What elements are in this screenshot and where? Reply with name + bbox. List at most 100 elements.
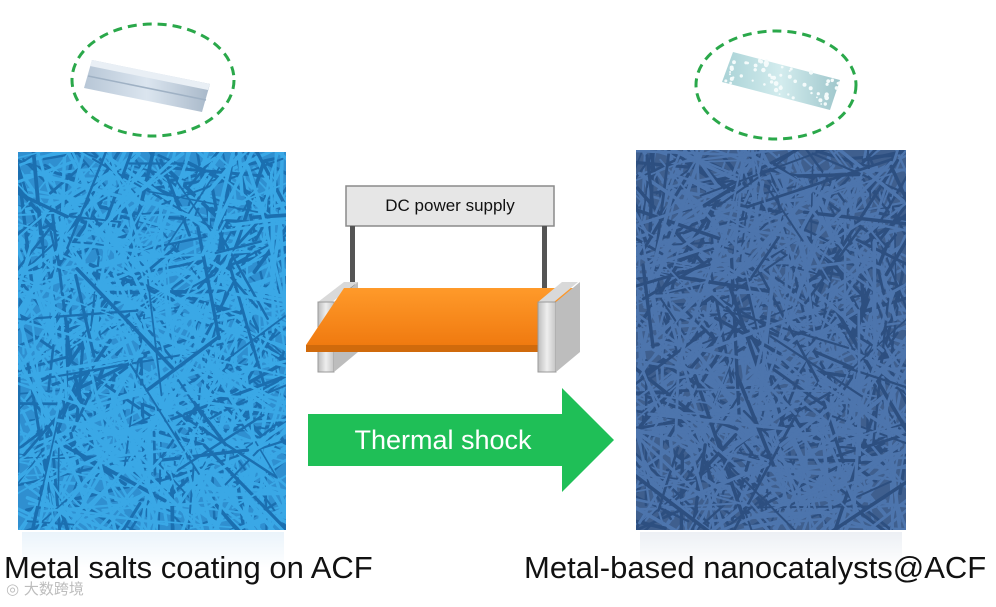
fiber-strand xyxy=(636,472,695,485)
fiber-strand xyxy=(875,223,906,232)
fiber-strand xyxy=(244,317,282,354)
fiber-strand xyxy=(884,238,906,277)
fiber-strand xyxy=(18,203,56,238)
nanoparticle-dot xyxy=(759,59,764,64)
fiber-strand xyxy=(18,376,21,473)
fiber-strand xyxy=(730,208,818,241)
left-mat-reflection xyxy=(22,532,284,568)
fiber-strand xyxy=(163,166,220,251)
nanoparticle-dot xyxy=(820,103,823,105)
fiber-strand xyxy=(31,152,43,236)
nanoparticle-dot xyxy=(834,86,839,90)
fiber-strand xyxy=(636,225,729,262)
fiber-strand xyxy=(146,278,163,397)
fiber-strand xyxy=(636,223,680,253)
fiber-strand xyxy=(721,150,746,252)
fiber-strand xyxy=(278,214,286,311)
nanoparticle-dot xyxy=(808,70,814,75)
fiber-strand xyxy=(145,335,220,392)
nanoparticle-dot xyxy=(836,81,840,85)
fiber-strand xyxy=(229,291,286,308)
fiber-strand xyxy=(228,471,285,497)
fiber-strand xyxy=(18,203,85,313)
fiber-strand xyxy=(726,150,801,187)
fiber-strand xyxy=(851,236,888,321)
fiber-strand xyxy=(654,154,681,215)
fiber-strand xyxy=(768,169,814,180)
fiber-strand xyxy=(797,455,818,515)
fiber-strand xyxy=(636,150,658,180)
fiber-strand xyxy=(82,336,109,446)
fiber-strand xyxy=(129,214,158,260)
nanoparticle-dot xyxy=(788,69,791,72)
fiber-strand xyxy=(848,318,906,373)
fiber-strand xyxy=(165,388,169,435)
fiber-strand xyxy=(276,152,286,161)
fiber-strand xyxy=(735,253,788,291)
fiber-strand xyxy=(18,152,62,167)
fiber-strand xyxy=(75,175,138,216)
fiber-strand xyxy=(158,152,192,240)
fiber-strand xyxy=(231,216,286,227)
fiber-strand xyxy=(272,152,278,253)
left-fiber-mat xyxy=(18,152,286,530)
nanoparticle-dot xyxy=(729,76,734,81)
fiber-strand xyxy=(679,463,769,502)
fiber-strand xyxy=(748,323,769,401)
nanoparticle-dot xyxy=(739,74,743,78)
fiber-strand xyxy=(73,198,164,317)
nanoparticle-dot xyxy=(729,81,732,85)
fiber-strand xyxy=(18,449,142,476)
fiber-strand xyxy=(689,150,732,205)
fiber-strand xyxy=(254,155,286,219)
fiber-strand xyxy=(257,281,265,426)
fiber-strand xyxy=(700,158,763,163)
fiber-strand xyxy=(220,251,266,283)
fiber-strand xyxy=(253,165,284,224)
fiber-strand xyxy=(637,171,692,210)
fiber-strand xyxy=(810,165,814,244)
fiber-strand xyxy=(687,243,745,279)
fiber-strand xyxy=(200,152,255,257)
nanoparticle-dot xyxy=(780,85,782,87)
fiber-strand xyxy=(46,344,55,394)
fiber-strand xyxy=(849,471,906,484)
fiber-strand xyxy=(751,510,829,517)
fiber-strand xyxy=(734,371,776,467)
fiber-strand xyxy=(896,300,906,325)
fiber-strand xyxy=(158,501,286,520)
fiber-strand xyxy=(723,309,850,349)
fiber-strand xyxy=(192,400,228,447)
fiber-strand xyxy=(866,498,906,530)
fiber-strand xyxy=(231,474,286,509)
fiber-strand xyxy=(149,391,231,420)
fiber-strand xyxy=(894,232,898,308)
nanoparticle-dot xyxy=(787,93,790,96)
fiber-strand xyxy=(636,428,770,466)
fiber-strand xyxy=(18,353,144,380)
nanoparticle-dot xyxy=(826,79,831,83)
nanoparticle-dot xyxy=(789,67,793,71)
fiber-strand xyxy=(73,431,202,524)
fiber-strand xyxy=(194,152,225,191)
fiber-strand xyxy=(66,152,108,250)
watermark: ◎ 大数跨境 xyxy=(6,578,84,599)
fiber-strand xyxy=(95,443,149,530)
fiber-strand xyxy=(74,422,126,457)
fiber-strand xyxy=(865,335,906,392)
fiber-strand xyxy=(220,422,286,456)
fiber-strand xyxy=(830,414,906,445)
fiber-strand xyxy=(689,235,762,340)
fiber-strand xyxy=(680,433,738,496)
fiber-strand xyxy=(757,301,855,403)
fiber-strand xyxy=(803,249,816,336)
fiber-strand xyxy=(163,215,250,224)
fiber-strand xyxy=(24,385,169,426)
fiber-strand xyxy=(751,150,762,273)
fiber-strand xyxy=(745,150,765,229)
fiber-strand xyxy=(639,172,691,256)
fiber-strand xyxy=(651,289,770,299)
fiber-strand xyxy=(636,433,702,498)
nanoparticle-dot xyxy=(779,73,783,77)
nanoparticle-dot xyxy=(818,98,823,103)
